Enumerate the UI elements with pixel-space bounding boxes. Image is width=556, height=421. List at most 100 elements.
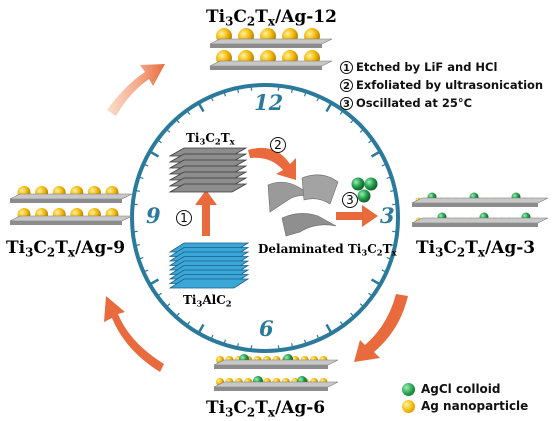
clock-tick (139, 176, 144, 180)
mxene-sheet (411, 217, 549, 227)
clock-tick (157, 139, 162, 144)
step-2-number: 2 (340, 79, 353, 92)
agcl-colloid (364, 177, 378, 191)
delaminated-label: Delaminated Ti3C2Tx (258, 242, 397, 258)
clock-tick (316, 97, 320, 102)
step-marker-3: 3 (342, 192, 358, 208)
clock-tick (166, 303, 171, 307)
clock-tick (359, 303, 364, 307)
sheet-top (209, 60, 333, 67)
max-phase-label: Ti3AlC2 (183, 293, 232, 309)
step-marker-1: 1 (176, 210, 192, 226)
clock-tick (386, 176, 391, 180)
legend-agcl: AgCl colloid (402, 382, 501, 396)
flake (301, 174, 339, 205)
clock-tick (197, 103, 205, 113)
sheet-edge (10, 221, 122, 225)
dial-number-12: 12 (254, 90, 284, 115)
arrow-step-2 (248, 147, 296, 180)
clock-tick (223, 92, 227, 97)
sheet-edge (214, 365, 328, 369)
sheet-edge (214, 387, 328, 391)
clock-tick (176, 119, 180, 124)
composite-label-ag6: Ti3C2Tx/Ag-6 (206, 398, 326, 420)
dial-number-3: 3 (380, 203, 395, 228)
step-3-label: Oscillated at 25°C (356, 96, 473, 110)
cycle-arrow-top-left (107, 64, 165, 116)
clock-tick (166, 129, 171, 133)
clock-tick (144, 269, 149, 273)
agcl-legend-label: AgCl colloid (421, 382, 501, 396)
sheet-edge (210, 44, 322, 48)
sheet-top (213, 381, 339, 388)
clock-tick (157, 292, 162, 297)
mxene-sheet (9, 215, 133, 225)
clock-tick (370, 278, 380, 286)
sheet-edge (412, 223, 538, 227)
step-1-label: Etched by LiF and HCl (356, 60, 498, 74)
clock-tick (135, 244, 140, 247)
cycle-arrow-bottom-left (104, 296, 164, 372)
clock-tick (350, 119, 354, 124)
mxene-label: Ti3C2Tx (186, 131, 235, 147)
clock-tick (150, 150, 160, 158)
clock-tick (186, 321, 191, 326)
composite-label-ag3: Ti3C2Tx/Ag-3 (416, 238, 536, 260)
sheet-top (209, 38, 333, 45)
clock-tick (359, 129, 364, 133)
legend-ag: Ag nanoparticle (402, 399, 528, 413)
clock-tick (176, 312, 180, 317)
clock-tick (316, 334, 320, 339)
clock-tick (303, 92, 307, 97)
clock-tick (139, 256, 144, 260)
agcl-cluster-graphic (351, 177, 378, 203)
mxene-sheet (209, 38, 333, 48)
dial-number-9: 9 (146, 203, 161, 228)
sheet-top (411, 217, 549, 224)
sheet-top (9, 193, 133, 200)
delaminated-flakes-graphic (267, 174, 339, 237)
sheet-top (411, 197, 549, 204)
step-3-number: 3 (340, 97, 353, 110)
clock-tick (150, 278, 160, 286)
ag-legend-swatch (402, 400, 415, 413)
clock-tick (186, 110, 191, 115)
clock-tick (339, 321, 344, 326)
arrow-step-1 (195, 190, 217, 236)
clock-face (130, 83, 400, 353)
clock-ticks (133, 86, 397, 350)
mxene-stack-graphic (168, 147, 248, 193)
clock-tick (303, 339, 307, 344)
max-layer (168, 278, 250, 289)
mxene-sheet (209, 60, 333, 70)
clock-tick (210, 97, 214, 102)
agcl-legend-swatch (402, 383, 415, 396)
step-marker-2: 2 (270, 137, 286, 153)
clock-tick (386, 256, 391, 260)
clock-tick (390, 189, 395, 192)
mxene-sheet (9, 193, 133, 203)
clock-tick (236, 88, 239, 93)
clock-tick (144, 163, 149, 167)
clock-tick (197, 323, 205, 333)
mxene-sheet (213, 359, 339, 369)
clock-tick (368, 139, 373, 144)
clock-tick (291, 88, 294, 93)
sheet-edge (210, 66, 322, 70)
clock-tick (350, 312, 354, 317)
clock-tick (381, 163, 386, 167)
clock-tick (381, 269, 386, 273)
sheet-edge (10, 199, 122, 203)
composite-ag6-graphic (216, 354, 328, 386)
clock-tick (325, 103, 333, 113)
clock-tick (390, 244, 395, 247)
clock-tick (325, 323, 333, 333)
agcl-colloid (351, 177, 365, 191)
cycle-arrow-right (354, 294, 408, 362)
sheet-top (213, 359, 339, 366)
clock-tick (339, 110, 344, 115)
mxene-sheet (411, 197, 549, 207)
agcl-colloid (357, 189, 371, 203)
